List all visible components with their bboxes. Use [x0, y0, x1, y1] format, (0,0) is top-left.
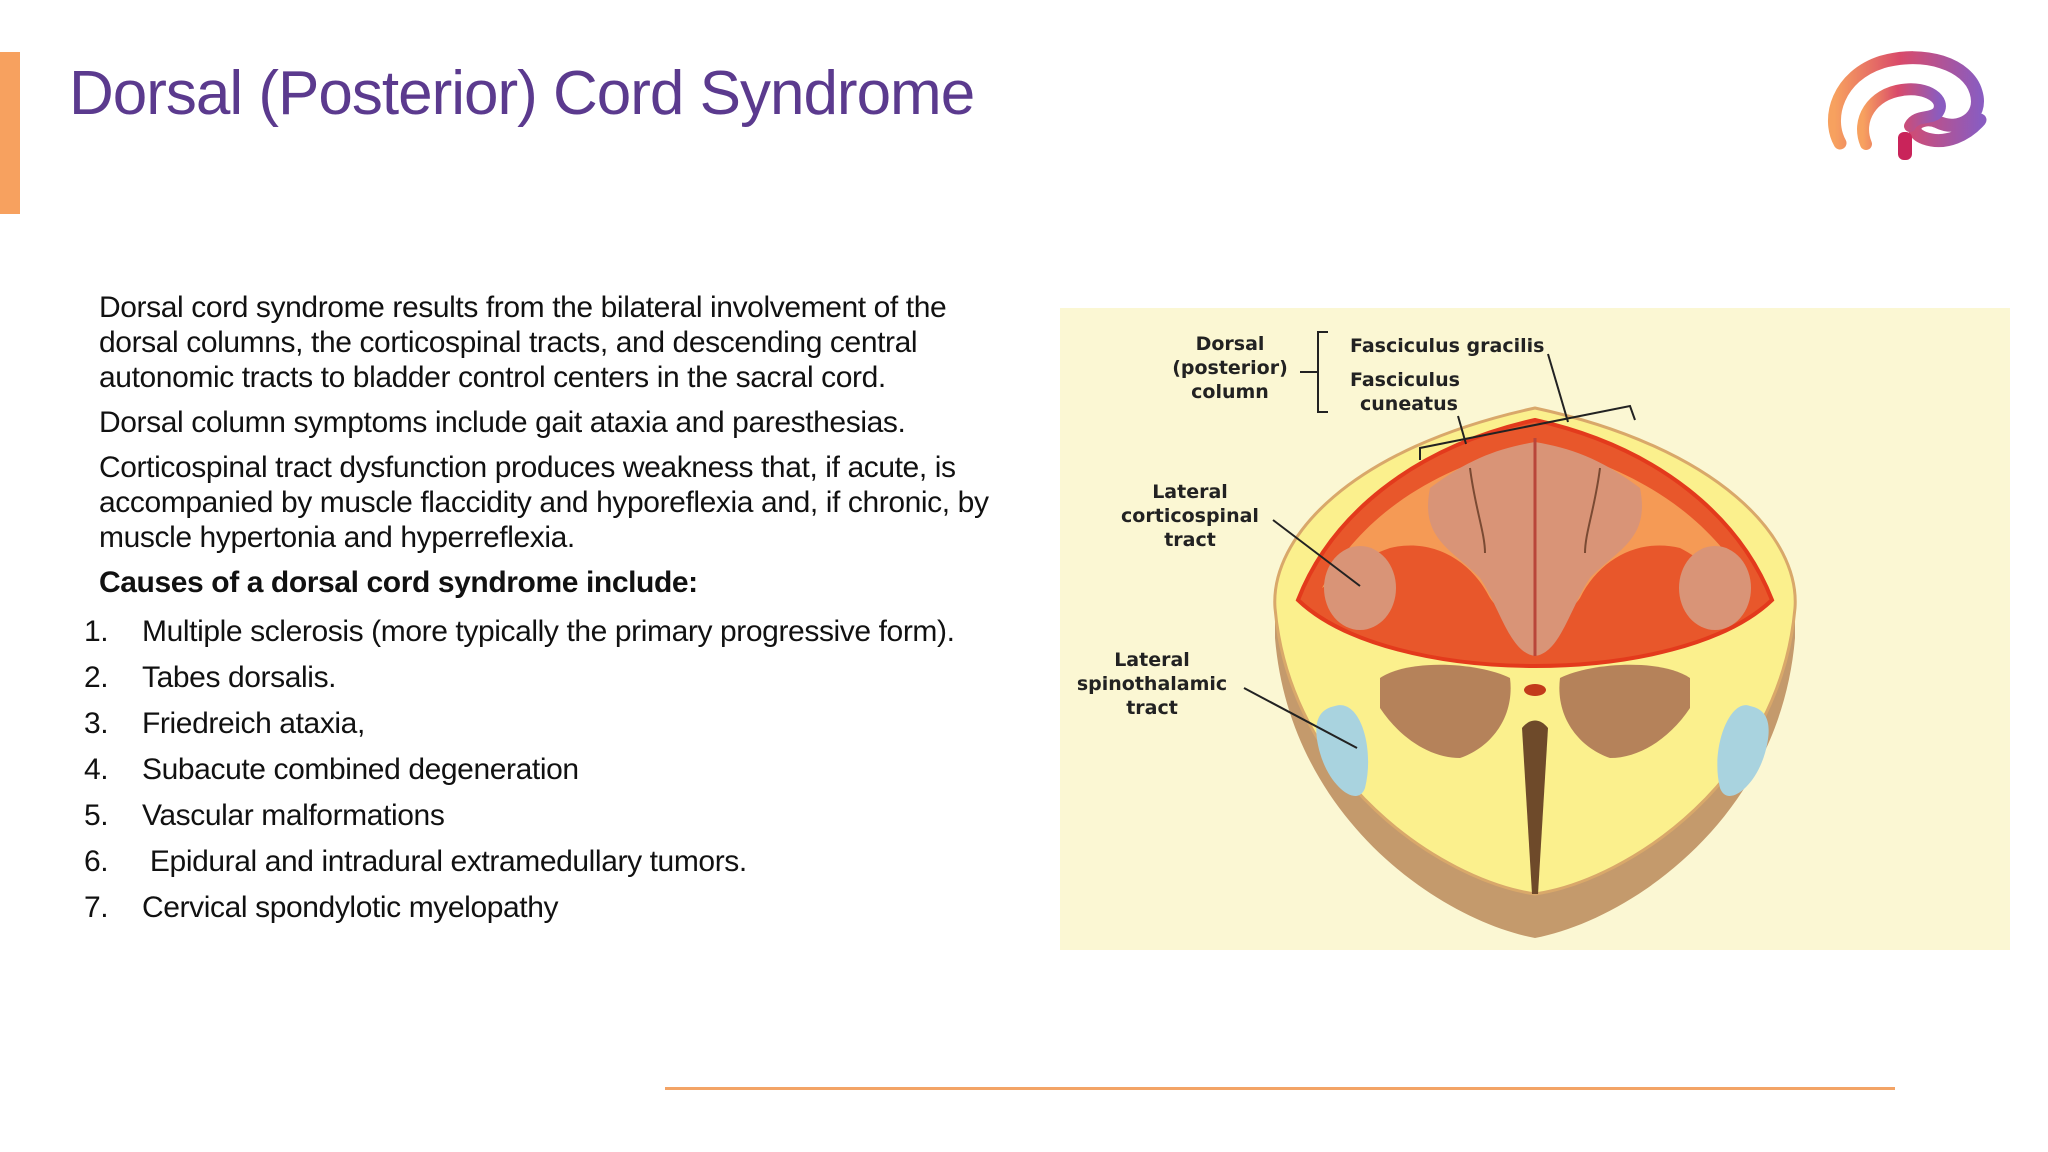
list-text: Tabes dorsalis.: [142, 661, 337, 694]
leader-corticospinal: [1272, 519, 1361, 587]
list-text: Epidural and intradural extramedullary t…: [142, 845, 747, 878]
cord-rim: [1275, 608, 1795, 938]
label-dorsal: Dorsal: [1196, 333, 1265, 355]
septum-right: [1584, 467, 1601, 554]
label-lateral-cs-2: corticospinal: [1121, 505, 1259, 527]
leader-cuneatus: [1457, 415, 1467, 445]
label-lateral-cs-1: Lateral: [1152, 481, 1228, 503]
list-item: 4. Subacute combined degeneration: [84, 752, 955, 798]
septum-left: [1469, 467, 1486, 554]
list-text: Friedreich ataxia,: [142, 707, 365, 740]
anterior-median-fissure: [1522, 720, 1548, 894]
paragraph-3: Corticospinal tract dysfunction produces…: [99, 451, 989, 554]
list-number: 3.: [84, 707, 109, 740]
spinal-cord-cross-section: Dorsal (posterior) column Fasciculus gra…: [1077, 331, 1797, 938]
central-canal: [1524, 684, 1546, 696]
causes-heading: Causes of a dorsal cord syndrome include…: [99, 566, 698, 599]
label-column: column: [1191, 381, 1269, 403]
list-item: 1. Multiple sclerosis (more typically the…: [84, 614, 955, 660]
label-fasciculus-gracilis: Fasciculus gracilis: [1350, 335, 1544, 357]
label-lateral-st-1: Lateral: [1114, 649, 1190, 671]
list-text: Subacute combined degeneration: [142, 753, 579, 786]
body-text: Dorsal cord syndrome results from the bi…: [99, 290, 999, 610]
spinal-cord-diagram: Dorsal (posterior) column Fasciculus gra…: [1060, 308, 2010, 950]
list-number: 7.: [84, 891, 109, 924]
leader-spinothalamic: [1243, 687, 1358, 749]
leader-gracilis: [1547, 353, 1569, 423]
list-item: 7. Cervical spondylotic myelopathy: [84, 890, 955, 936]
label-fasciculus-cuneatus-1: Fasciculus: [1350, 369, 1460, 391]
accent-bar: [0, 52, 20, 214]
list-text: Cervical spondylotic myelopathy: [142, 891, 559, 924]
causes-list: 1. Multiple sclerosis (more typically the…: [84, 614, 955, 936]
right-ventral-horn: [1559, 664, 1690, 758]
paragraph-2: Dorsal column symptoms include gait atax…: [99, 406, 906, 439]
leader-bracket-columns: [1419, 404, 1636, 460]
list-number: 2.: [84, 661, 109, 694]
list-number: 4.: [84, 753, 109, 786]
dorsal-column-bracket: [1317, 331, 1328, 413]
list-number: 6.: [84, 845, 109, 878]
list-text: Vascular malformations: [142, 799, 445, 832]
slide-title: Dorsal (Posterior) Cord Syndrome: [69, 59, 975, 128]
label-lateral-cs-3: tract: [1164, 529, 1216, 551]
paragraph-1: Dorsal cord syndrome results from the bi…: [99, 291, 947, 394]
list-item: 2. Tabes dorsalis.: [84, 660, 955, 706]
list-number: 1.: [84, 615, 109, 648]
label-lateral-st-2: spinothalamic: [1077, 673, 1227, 695]
left-ventral-horn: [1380, 664, 1511, 758]
list-text: Multiple sclerosis (more typically the p…: [142, 615, 955, 648]
footer-divider: [665, 1087, 1895, 1090]
list-number: 5.: [84, 799, 109, 832]
label-posterior: (posterior): [1172, 357, 1288, 379]
left-spinothalamic-tract: [1316, 705, 1369, 796]
label-fasciculus-cuneatus-2: cuneatus: [1360, 393, 1458, 415]
list-item: 6. Epidural and intradural extramedullar…: [84, 844, 955, 890]
label-lateral-st-3: tract: [1126, 697, 1178, 719]
list-item: 3. Friedreich ataxia,: [84, 706, 955, 752]
brain-logo-icon: [1827, 51, 1987, 160]
right-spinothalamic-tract: [1717, 705, 1769, 796]
right-corticospinal-tract: [1679, 546, 1751, 630]
list-item: 5. Vascular malformations: [84, 798, 955, 844]
left-corticospinal-tract: [1324, 546, 1396, 630]
